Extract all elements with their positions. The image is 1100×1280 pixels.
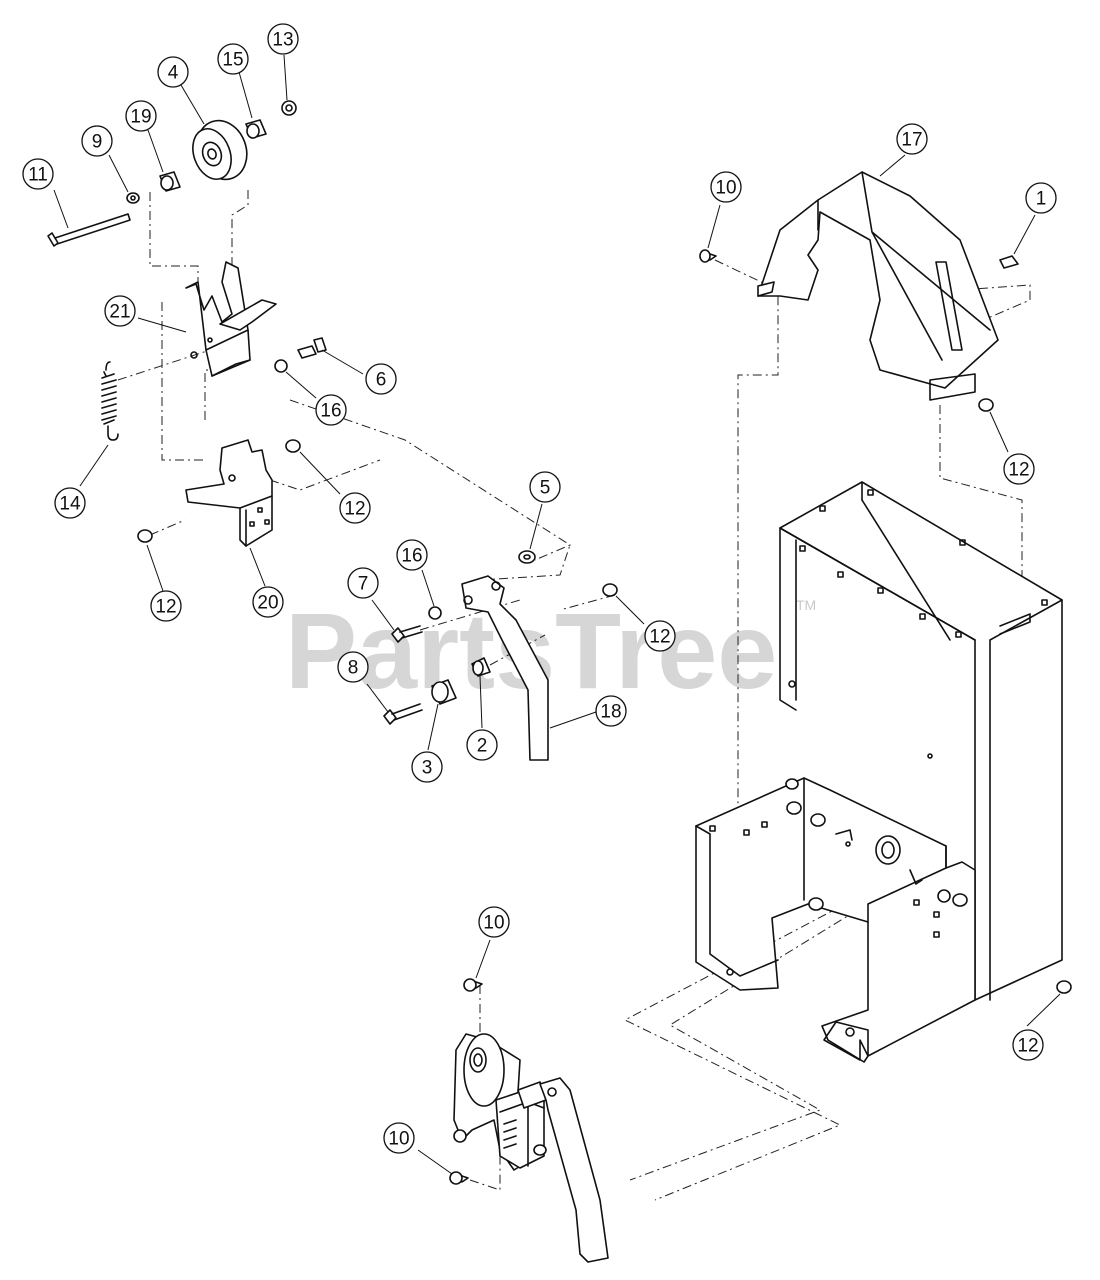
callout-label: 16 — [401, 546, 422, 567]
callout-part-21: 21 — [104, 295, 136, 327]
callout-label: 6 — [376, 370, 387, 391]
callout-label: 9 — [92, 132, 103, 153]
callout-label: 10 — [388, 1129, 409, 1150]
bolt-part-8 — [383, 703, 423, 725]
callout-part-6: 6 — [365, 363, 397, 395]
bolt-part-6 — [297, 337, 327, 359]
callout-part-11: 11 — [22, 158, 54, 190]
spacer-part-15 — [245, 119, 267, 139]
callout-part-10: 10 — [383, 1122, 415, 1154]
main-housing — [779, 481, 1063, 1001]
callout-part-10: 10 — [478, 906, 510, 938]
callout-part-5: 5 — [529, 471, 561, 503]
callout-part-12: 12 — [1003, 453, 1035, 485]
callout-part-7: 7 — [347, 567, 379, 599]
callout-label: 13 — [272, 30, 293, 51]
nut-part-12-e — [1056, 980, 1072, 994]
callout-label: 5 — [540, 478, 551, 499]
nut-part-12-d — [978, 398, 994, 412]
callout-part-16: 16 — [315, 394, 347, 426]
callout-label: 12 — [1008, 460, 1029, 481]
callout-label: 16 — [320, 401, 341, 422]
washer-part-9 — [126, 192, 140, 204]
nut-part-16-lower — [428, 606, 442, 620]
callout-label: 12 — [344, 499, 365, 520]
callout-part-12: 12 — [1012, 1029, 1044, 1061]
bushing-part-2 — [471, 657, 491, 677]
callout-part-13: 13 — [267, 23, 299, 55]
callout-label: 19 — [130, 107, 151, 128]
callout-label: 10 — [715, 178, 736, 199]
screw-part-10-top — [699, 249, 717, 263]
callout-part-15: 15 — [217, 43, 249, 75]
nut-part-12-b — [137, 529, 153, 543]
callout-label: 3 — [422, 758, 433, 779]
callout-label: 18 — [600, 702, 621, 723]
callout-part-19: 19 — [125, 100, 157, 132]
callout-label: 14 — [59, 494, 81, 515]
callout-part-12: 12 — [339, 492, 371, 524]
callout-part-3: 3 — [411, 751, 443, 783]
watermark-trademark: TM — [796, 597, 816, 613]
callout-part-12: 12 — [644, 620, 676, 652]
idler-pulley-part-4 — [192, 119, 248, 181]
nut-part-12-a — [285, 439, 301, 453]
callout-part-8: 8 — [337, 651, 369, 683]
callout-label: 12 — [649, 627, 670, 648]
bolt-part-7 — [391, 625, 423, 643]
clip-part-1 — [999, 255, 1019, 269]
belt-guard-part-17 — [757, 171, 999, 401]
callout-label: 12 — [1017, 1036, 1038, 1057]
callout-label: 20 — [257, 593, 278, 614]
nut-part-13 — [281, 100, 297, 116]
callout-part-20: 20 — [252, 586, 284, 618]
callout-label: 11 — [28, 165, 48, 186]
spring-part-14 — [101, 361, 119, 441]
idler-bracket-part-21 — [185, 261, 277, 377]
callout-part-9: 9 — [81, 125, 113, 157]
callout-label: 2 — [477, 736, 488, 757]
callout-part-10: 10 — [710, 171, 742, 203]
bracket-part-20 — [185, 439, 273, 547]
nut-part-16-upper — [274, 359, 288, 373]
callout-label: 21 — [109, 302, 130, 323]
callout-label: 10 — [483, 913, 504, 934]
callout-label: 4 — [168, 63, 179, 84]
callout-part-16: 16 — [396, 539, 428, 571]
spacer-part-3 — [431, 679, 457, 705]
callout-part-14: 14 — [54, 487, 86, 519]
leader-lines — [53, 54, 1061, 1175]
screw-part-10-mid — [463, 978, 483, 992]
bolt-part-11 — [47, 213, 131, 247]
callout-label: 15 — [222, 50, 243, 71]
callout-label: 7 — [358, 574, 369, 595]
callout-label: 8 — [348, 658, 359, 679]
callout-part-1: 1 — [1025, 182, 1057, 214]
lower-assembly — [453, 1033, 609, 1263]
callout-label: 12 — [155, 597, 176, 618]
callout-label: 17 — [901, 130, 922, 151]
callout-part-12: 12 — [150, 590, 182, 622]
callout-part-4: 4 — [157, 56, 189, 88]
nut-part-12-c — [602, 583, 618, 597]
lever-arm-part-18 — [461, 575, 549, 761]
callout-part-18: 18 — [595, 695, 627, 727]
callout-part-17: 17 — [896, 123, 928, 155]
callout-label: 1 — [1036, 189, 1047, 210]
base-bracket — [695, 777, 976, 1063]
spacer-part-19 — [159, 171, 181, 192]
screw-part-10-bottom — [449, 1171, 469, 1185]
washer-part-5 — [518, 550, 536, 564]
callout-part-2: 2 — [466, 729, 498, 761]
